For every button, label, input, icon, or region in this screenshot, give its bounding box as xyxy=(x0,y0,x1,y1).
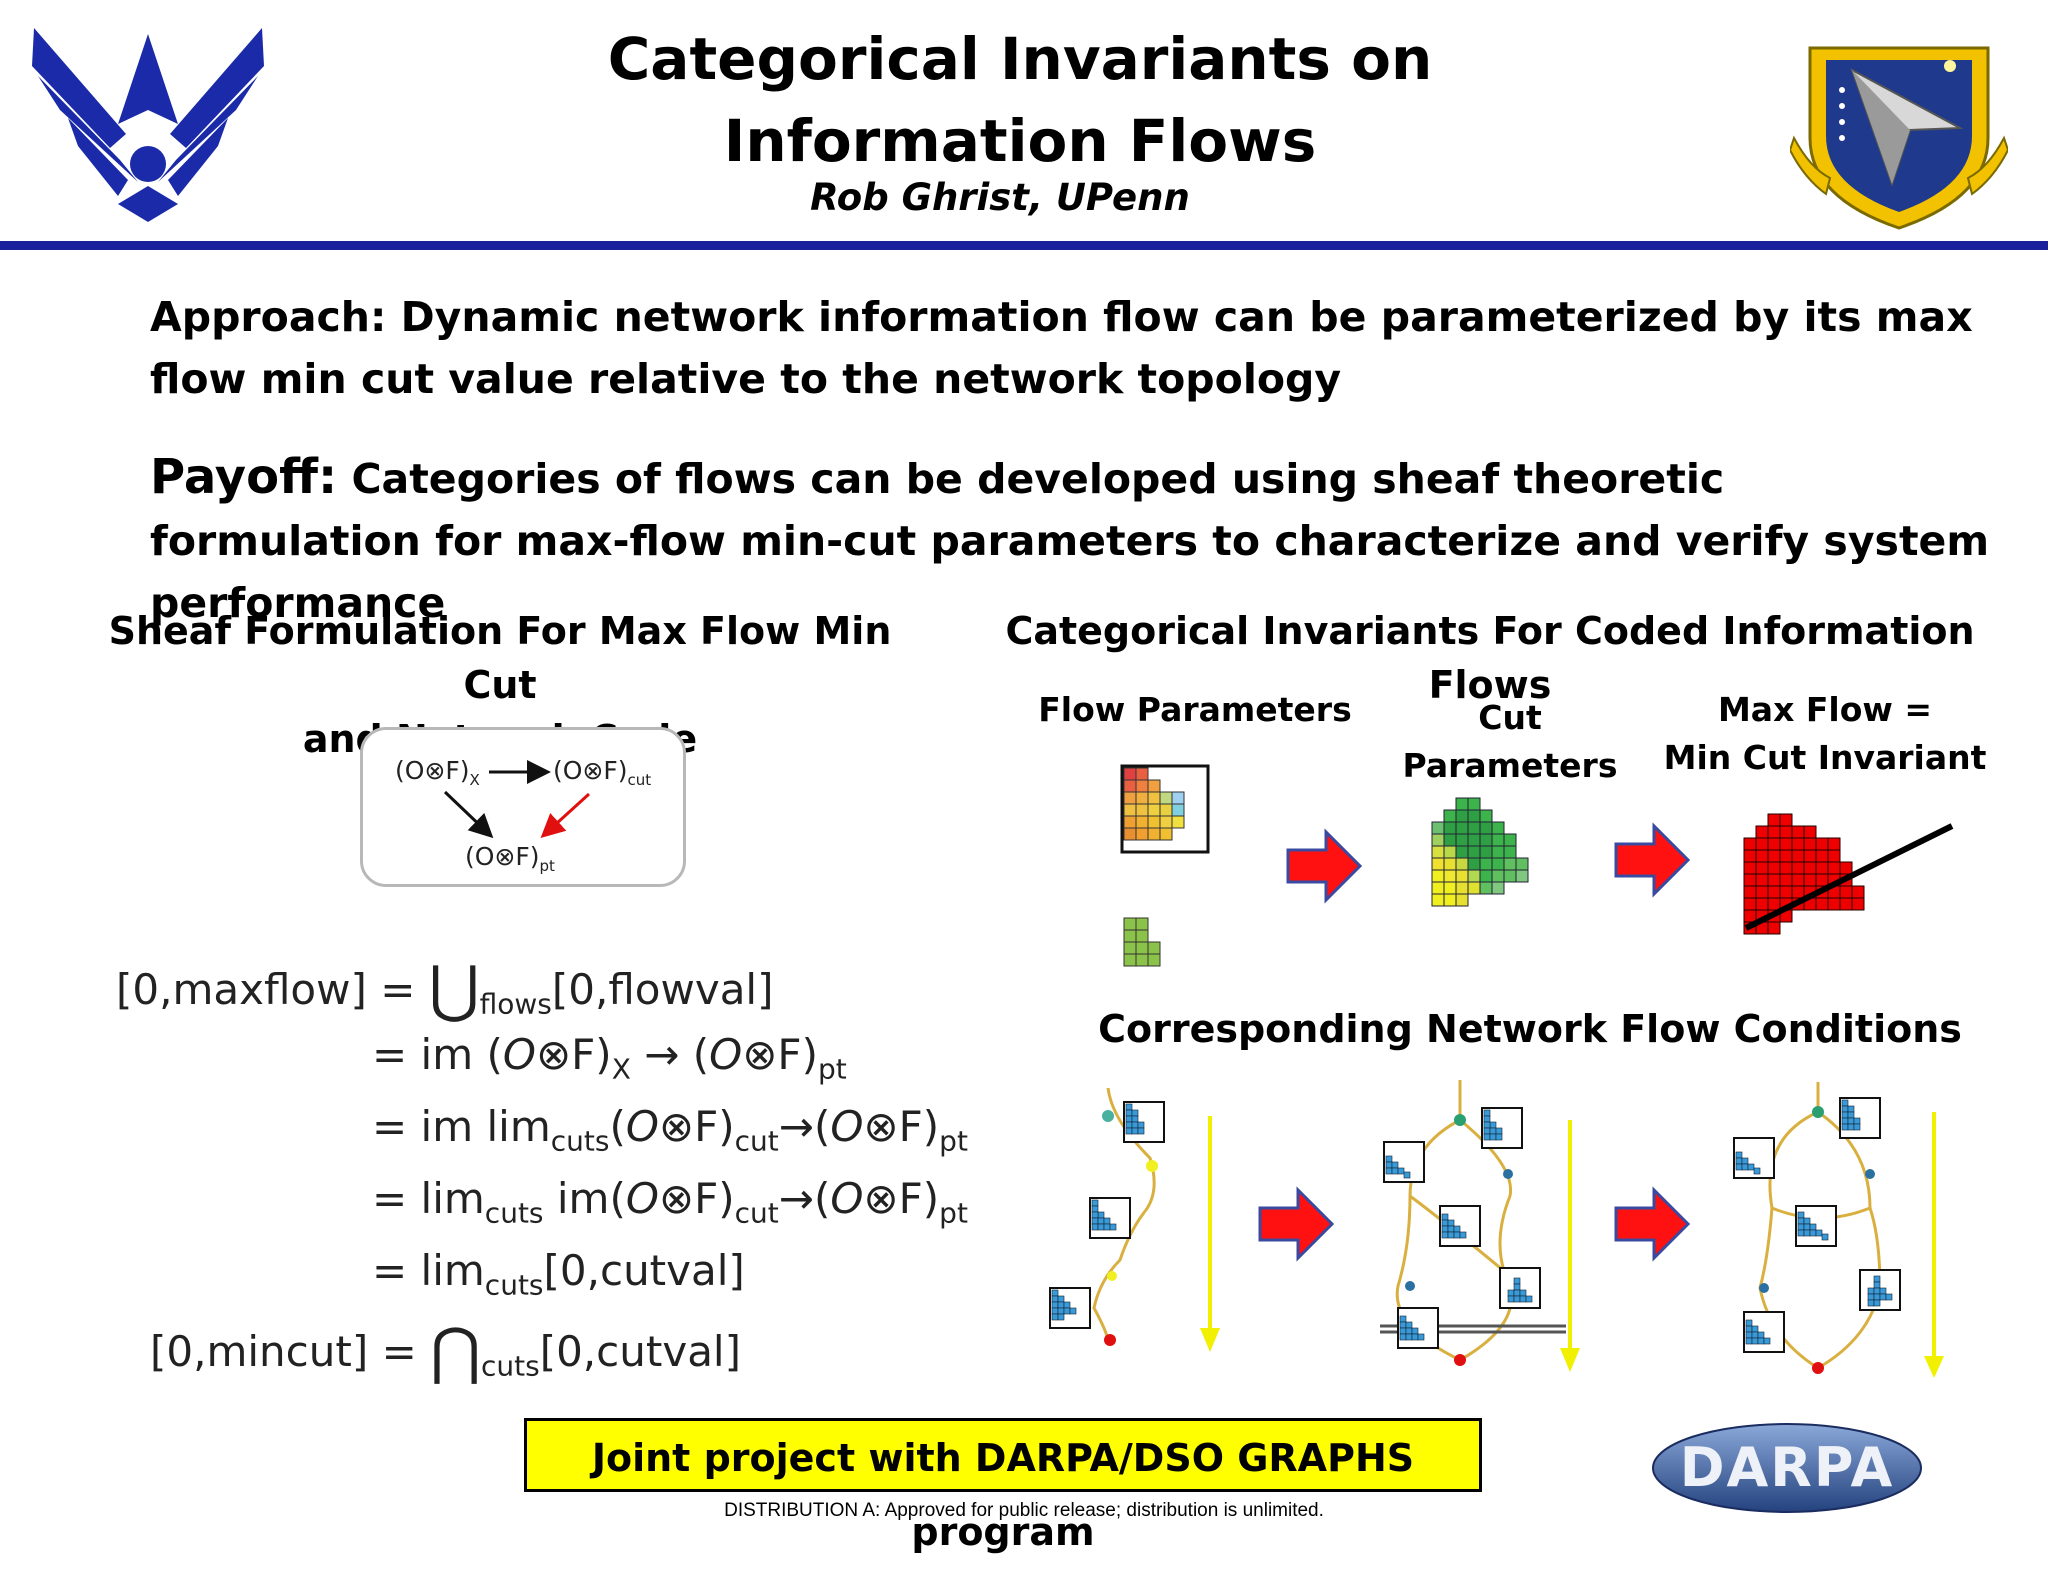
sheaf-heading-line-1: Sheaf Formulation For Max Flow Min Cut xyxy=(108,609,892,707)
sheaf-diagram: (O⊗F)X (O⊗F)cut (O⊗F)pt xyxy=(360,727,686,887)
equation-3: = im limcuts(O⊗F)cut→(O⊗F)pt xyxy=(372,1102,968,1158)
header-rule xyxy=(0,241,2048,250)
payoff-text: Categories of flows can be developed usi… xyxy=(150,455,1990,627)
diagram-node-x: (O⊗F)X xyxy=(395,756,480,789)
network-heading: Corresponding Network Flow Conditions xyxy=(1098,1007,1962,1051)
flow-parameters-small-grid xyxy=(1123,917,1161,967)
afrl-seal-icon xyxy=(1788,18,2010,232)
equation-4: = limcuts im(O⊗F)cut→(O⊗F)pt xyxy=(372,1174,968,1230)
red-arrow-icon xyxy=(1286,828,1362,904)
payoff-paragraph: Payoff: Categories of flows can be devel… xyxy=(150,446,1990,634)
diagram-node-pt: (O⊗F)pt xyxy=(465,842,555,875)
joint-project-banner: Joint project with DARPA/DSO GRAPHS prog… xyxy=(524,1418,1482,1554)
col-cut-parameters: Cut Parameters xyxy=(1402,698,1618,785)
equation-2: = im (O⊗F)X → (O⊗F)pt xyxy=(372,1030,847,1086)
equation-1: [0,maxflow] = ⋃flows[0,flowval] xyxy=(116,952,774,1025)
distribution-statement: DISTRIBUTION A: Approved for public rele… xyxy=(724,1500,1324,1521)
air-force-logo-icon xyxy=(28,14,268,224)
red-arrow-icon xyxy=(1614,822,1690,898)
network-diagram-2 xyxy=(1380,1080,1580,1372)
approach-text: Approach: Dynamic network information fl… xyxy=(150,293,1973,403)
title-line-1: Categorical Invariants on xyxy=(607,25,1433,93)
darpa-logo: DARPA xyxy=(1650,1420,1924,1516)
invariants-heading: Categorical Invariants For Coded Informa… xyxy=(1005,609,1975,707)
invariant-grid xyxy=(1743,813,1954,935)
diagram-node-cut: (O⊗F)cut xyxy=(553,756,652,789)
col-invariant: Max Flow = Min Cut Invariant xyxy=(1663,690,1987,777)
darpa-logo-text: DARPA xyxy=(1679,1436,1895,1499)
red-arrow-icon xyxy=(1258,1186,1334,1262)
diagram-arrows xyxy=(443,760,591,839)
red-arrow-icon xyxy=(1614,1186,1690,1262)
network-diagram-3 xyxy=(1733,1082,1944,1378)
page-title: Categorical Invariants on Information Fl… xyxy=(560,18,1480,182)
cut-parameters-grid xyxy=(1431,797,1529,907)
flow-parameters-grid xyxy=(1120,764,1210,854)
title-line-2: Information Flows xyxy=(723,107,1317,175)
equation-5: = limcuts[0,cutval] xyxy=(372,1246,745,1302)
col-flow-parameters: Flow Parameters xyxy=(1038,690,1352,729)
payoff-label: Payoff: xyxy=(150,449,338,505)
equation-6: [0,mincut] = ⋂cuts[0,cutval] xyxy=(150,1314,741,1387)
author: Rob Ghrist, UPenn xyxy=(810,176,1190,219)
network-diagram-1 xyxy=(1049,1087,1220,1352)
